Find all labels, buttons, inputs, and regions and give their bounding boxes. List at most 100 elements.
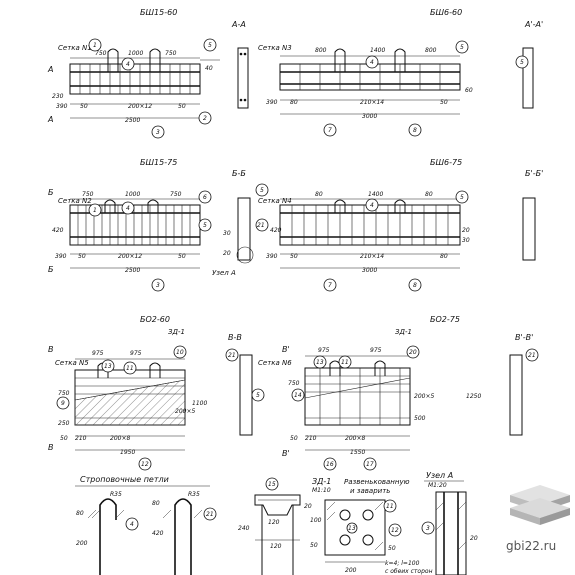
svg-text:40: 40 [205, 65, 213, 72]
svg-text:230: 230 [52, 93, 64, 100]
svg-text:975: 975 [92, 350, 104, 357]
svg-text:3000: 3000 [362, 267, 377, 274]
svg-text:8: 8 [413, 127, 417, 134]
svg-text:5: 5 [256, 392, 260, 399]
svg-text:210×14: 210×14 [360, 253, 384, 260]
svg-text:50: 50 [310, 542, 318, 549]
svg-text:200: 200 [76, 540, 88, 547]
view-title: БШ6-75 [430, 158, 462, 167]
svg-text:200×8: 200×8 [345, 435, 365, 442]
svg-text:50: 50 [60, 435, 68, 442]
svg-text:20: 20 [223, 250, 231, 257]
svg-text:1000: 1000 [125, 191, 140, 198]
svg-text:200×12: 200×12 [128, 103, 152, 110]
svg-text:200: 200 [345, 567, 357, 574]
watermark-text: gbi22.ru [506, 539, 556, 553]
svg-text:12: 12 [141, 461, 149, 468]
svg-text:750: 750 [170, 191, 182, 198]
part-label: ЗД-1 [168, 328, 185, 336]
svg-text:1400: 1400 [368, 191, 383, 198]
svg-text:250: 250 [58, 420, 70, 427]
detail-title: ЗД-1 [312, 477, 331, 486]
svg-text:500: 500 [414, 415, 426, 422]
svg-text:120: 120 [270, 543, 282, 550]
view-bsh6-75: БШ6-75 Б'-Б' Сетка N4 80 1400 80 420 390… [258, 158, 543, 292]
svg-text:7: 7 [328, 282, 332, 289]
svg-text:8: 8 [413, 282, 417, 289]
svg-text:200×8: 200×8 [110, 435, 130, 442]
svg-text:5: 5 [203, 222, 207, 229]
view-title: БШ15-75 [140, 158, 177, 167]
svg-text:4: 4 [126, 61, 130, 68]
svg-text:Б: Б [48, 188, 54, 197]
svg-text:210: 210 [75, 435, 87, 442]
section-label: Б'-Б' [525, 169, 543, 178]
svg-text:750: 750 [288, 380, 300, 387]
svg-text:2: 2 [203, 115, 207, 122]
svg-text:21: 21 [257, 222, 265, 229]
svg-text:50: 50 [178, 253, 186, 260]
detail-scale: М1:20 [428, 482, 447, 489]
svg-text:120: 120 [268, 519, 280, 526]
svg-text:80: 80 [440, 253, 448, 260]
svg-text:750: 750 [95, 50, 107, 57]
detail-lifting-loops: Строповочные петли R35 80 200 4 R35 80 4… [75, 475, 217, 575]
svg-text:А: А [47, 65, 53, 74]
mesh-label: Сетка N4 [258, 197, 292, 205]
svg-text:3: 3 [156, 282, 160, 289]
svg-text:11: 11 [126, 365, 134, 372]
svg-text:21: 21 [228, 352, 236, 359]
svg-text:200×12: 200×12 [118, 253, 142, 260]
svg-text:3: 3 [156, 129, 160, 136]
section-label: Б-Б [232, 169, 246, 178]
svg-text:4: 4 [370, 59, 374, 66]
svg-text:5: 5 [208, 42, 212, 49]
mesh-label: Сетка N3 [258, 44, 292, 52]
mesh-label: Сетка N2 [58, 197, 92, 205]
svg-text:20: 20 [409, 349, 417, 356]
svg-text:1950: 1950 [120, 449, 135, 456]
svg-text:13: 13 [348, 525, 356, 532]
svg-text:800: 800 [315, 47, 327, 54]
svg-text:21: 21 [206, 511, 214, 518]
svg-text:А: А [47, 115, 53, 124]
svg-text:80: 80 [290, 99, 298, 106]
svg-text:В: В [48, 443, 54, 452]
view-bo2-60: БО2-60 В-В ЗД-1 Сетка N5 975 975 750 250… [48, 315, 265, 471]
svg-text:15: 15 [268, 481, 276, 488]
svg-text:1400: 1400 [370, 47, 385, 54]
svg-text:13: 13 [104, 363, 112, 370]
svg-text:750: 750 [165, 50, 177, 57]
svg-text:50: 50 [78, 253, 86, 260]
svg-text:750: 750 [58, 390, 70, 397]
svg-text:5: 5 [260, 187, 264, 194]
svg-text:50: 50 [440, 99, 448, 106]
svg-text:3: 3 [426, 525, 430, 532]
weld-note: Развенькованную [344, 478, 410, 486]
svg-text:975: 975 [370, 347, 382, 354]
svg-text:12: 12 [391, 527, 399, 534]
svg-text:11: 11 [341, 359, 349, 366]
node-a-ref: Узел А [212, 269, 236, 277]
svg-text:390: 390 [266, 253, 278, 260]
svg-text:1: 1 [93, 207, 97, 214]
view-bsh15-75: БШ15-75 Б-Б Сетка N2 750 1000 750 420 39… [48, 158, 269, 292]
svg-text:50: 50 [290, 435, 298, 442]
stacked-slabs-logo [510, 485, 570, 525]
svg-text:В: В [48, 345, 54, 354]
svg-text:1: 1 [93, 42, 97, 49]
svg-text:3000: 3000 [362, 113, 377, 120]
svg-text:975: 975 [318, 347, 330, 354]
svg-text:80: 80 [76, 510, 84, 517]
svg-text:20: 20 [470, 535, 478, 542]
section-label: А'-А' [524, 20, 543, 29]
svg-text:420: 420 [270, 227, 282, 234]
svg-text:В': В' [282, 345, 290, 354]
svg-text:2500: 2500 [125, 267, 140, 274]
svg-text:1250: 1250 [466, 393, 481, 400]
svg-text:10: 10 [176, 349, 184, 356]
section-label: А-А [231, 20, 246, 29]
svg-text:20: 20 [462, 227, 470, 234]
svg-text:14: 14 [294, 392, 302, 399]
